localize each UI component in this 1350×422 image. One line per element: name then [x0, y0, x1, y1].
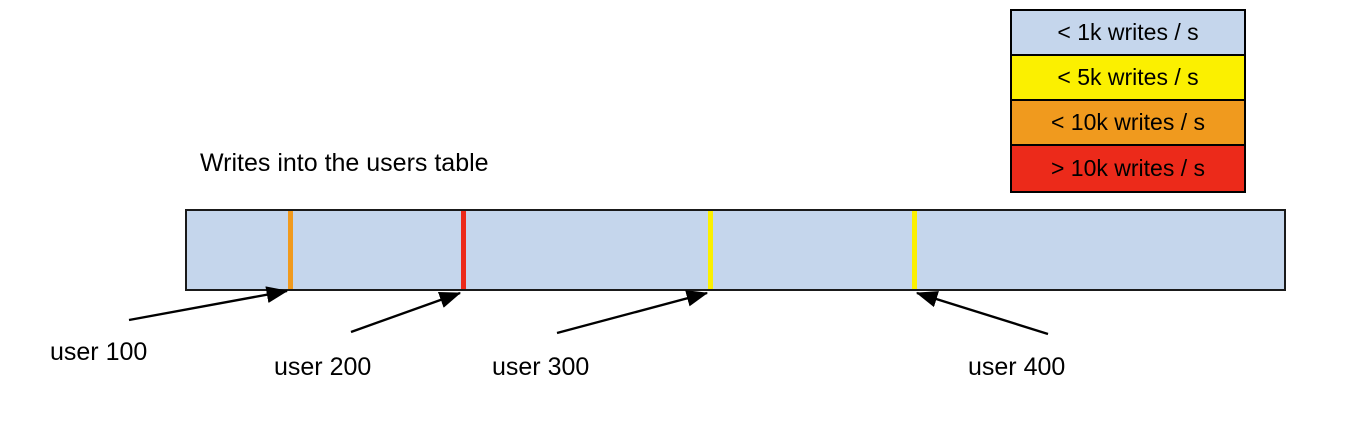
legend-row-lt-5k: < 5k writes / s [1012, 56, 1244, 101]
callout-label-user-200: user 200 [274, 353, 372, 381]
callout-label-user-300: user 300 [492, 353, 590, 381]
arrow-user-200 [350, 291, 462, 334]
stripe-user-100 [288, 211, 293, 289]
users-table-bar [185, 209, 1286, 291]
callout-label-user-400: user 400 [968, 353, 1066, 381]
arrow-user-400 [915, 291, 1049, 336]
legend-label-lt-10k: < 10k writes / s [1050, 109, 1206, 135]
legend-label-lt-1k: < 1k writes / s [1057, 19, 1199, 45]
arrow-user-100 [128, 286, 289, 322]
legend-label-gt-10k: > 10k writes / s [1050, 155, 1206, 181]
chart-title: Writes into the users table [200, 149, 489, 177]
legend: < 1k writes / s < 5k writes / s < 10k wr… [1010, 9, 1246, 193]
stripe-user-300 [708, 211, 713, 289]
stripe-user-200 [461, 211, 466, 289]
legend-label-lt-5k: < 5k writes / s [1057, 64, 1199, 90]
legend-row-gt-10k: > 10k writes / s [1012, 146, 1244, 191]
legend-row-lt-1k: < 1k writes / s [1012, 11, 1244, 56]
callout-label-user-100: user 100 [50, 338, 148, 366]
legend-row-lt-10k: < 10k writes / s [1012, 101, 1244, 146]
stripe-user-400 [912, 211, 917, 289]
arrow-user-300 [556, 290, 709, 335]
